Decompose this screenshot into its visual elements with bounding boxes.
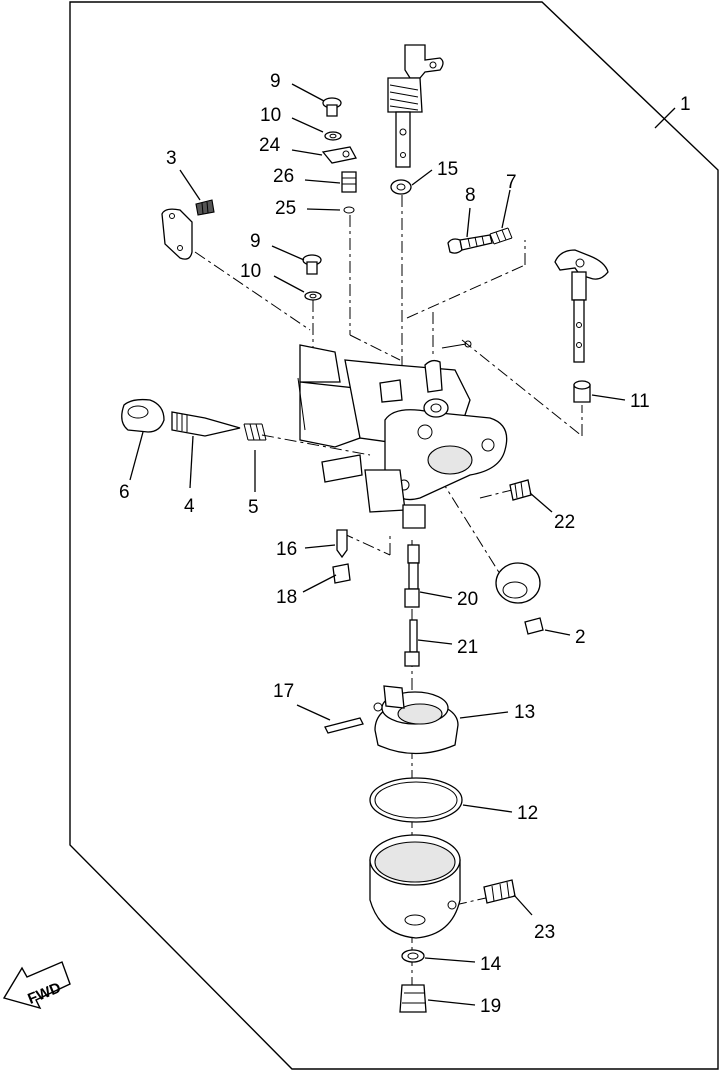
forward-direction-badge: FWD xyxy=(2,961,71,1010)
callout-10-top: 10 xyxy=(260,105,281,126)
callout-14: 14 xyxy=(480,954,502,975)
callout-13: 13 xyxy=(514,702,535,723)
callout-21: 21 xyxy=(457,637,478,658)
callout-6: 6 xyxy=(119,482,130,503)
cover-plate xyxy=(161,199,215,260)
callout-11: 11 xyxy=(630,391,650,412)
callout-26: 26 xyxy=(273,166,294,187)
callout-23: 23 xyxy=(534,922,555,943)
callout-4: 4 xyxy=(184,496,195,517)
callout-12: 12 xyxy=(517,803,538,824)
callout-8: 8 xyxy=(465,185,476,206)
callout-18: 18 xyxy=(276,587,297,608)
pilot-screw-assembly xyxy=(121,398,267,441)
callout-10-lower: 10 xyxy=(240,261,261,282)
float-bowl xyxy=(369,834,516,939)
callout-7: 7 xyxy=(506,172,517,193)
bowl-bolt-and-washer xyxy=(399,949,427,1013)
callout-2: 2 xyxy=(575,627,586,648)
callout-17: 17 xyxy=(273,681,294,702)
callout-1: 1 xyxy=(680,94,691,115)
float xyxy=(324,685,459,755)
choke-lever-assembly xyxy=(554,249,609,403)
callout-22: 22 xyxy=(554,512,575,533)
callout-15: 15 xyxy=(437,159,458,180)
float-needle-and-clip xyxy=(332,529,351,584)
throttle-lever-assembly xyxy=(387,44,444,195)
callout-25: 25 xyxy=(275,198,296,219)
float-bowl-gasket xyxy=(369,777,463,823)
callout-20: 20 xyxy=(457,589,478,610)
assembly-boundary xyxy=(69,1,719,1070)
callout-numbers: 1 2 3 4 5 6 7 8 9 10 24 26 25 9 10 15 11… xyxy=(119,71,691,1017)
callout-9-lower: 9 xyxy=(250,231,261,252)
callout-3: 3 xyxy=(166,148,177,169)
idle-screw-and-spring xyxy=(447,227,513,254)
callout-9-top: 9 xyxy=(270,71,281,92)
carburetor-body xyxy=(297,340,508,529)
callout-19: 19 xyxy=(480,996,501,1017)
callout-16: 16 xyxy=(276,539,297,560)
alignment-lines xyxy=(194,195,583,1000)
callout-24: 24 xyxy=(259,135,281,156)
top-small-parts xyxy=(302,97,357,301)
plug-and-screws xyxy=(495,479,544,635)
callout-leaders xyxy=(129,83,676,1006)
callout-5: 5 xyxy=(248,497,259,518)
main-jet-parts xyxy=(404,544,420,667)
fwd-label: FWD xyxy=(25,979,63,1008)
